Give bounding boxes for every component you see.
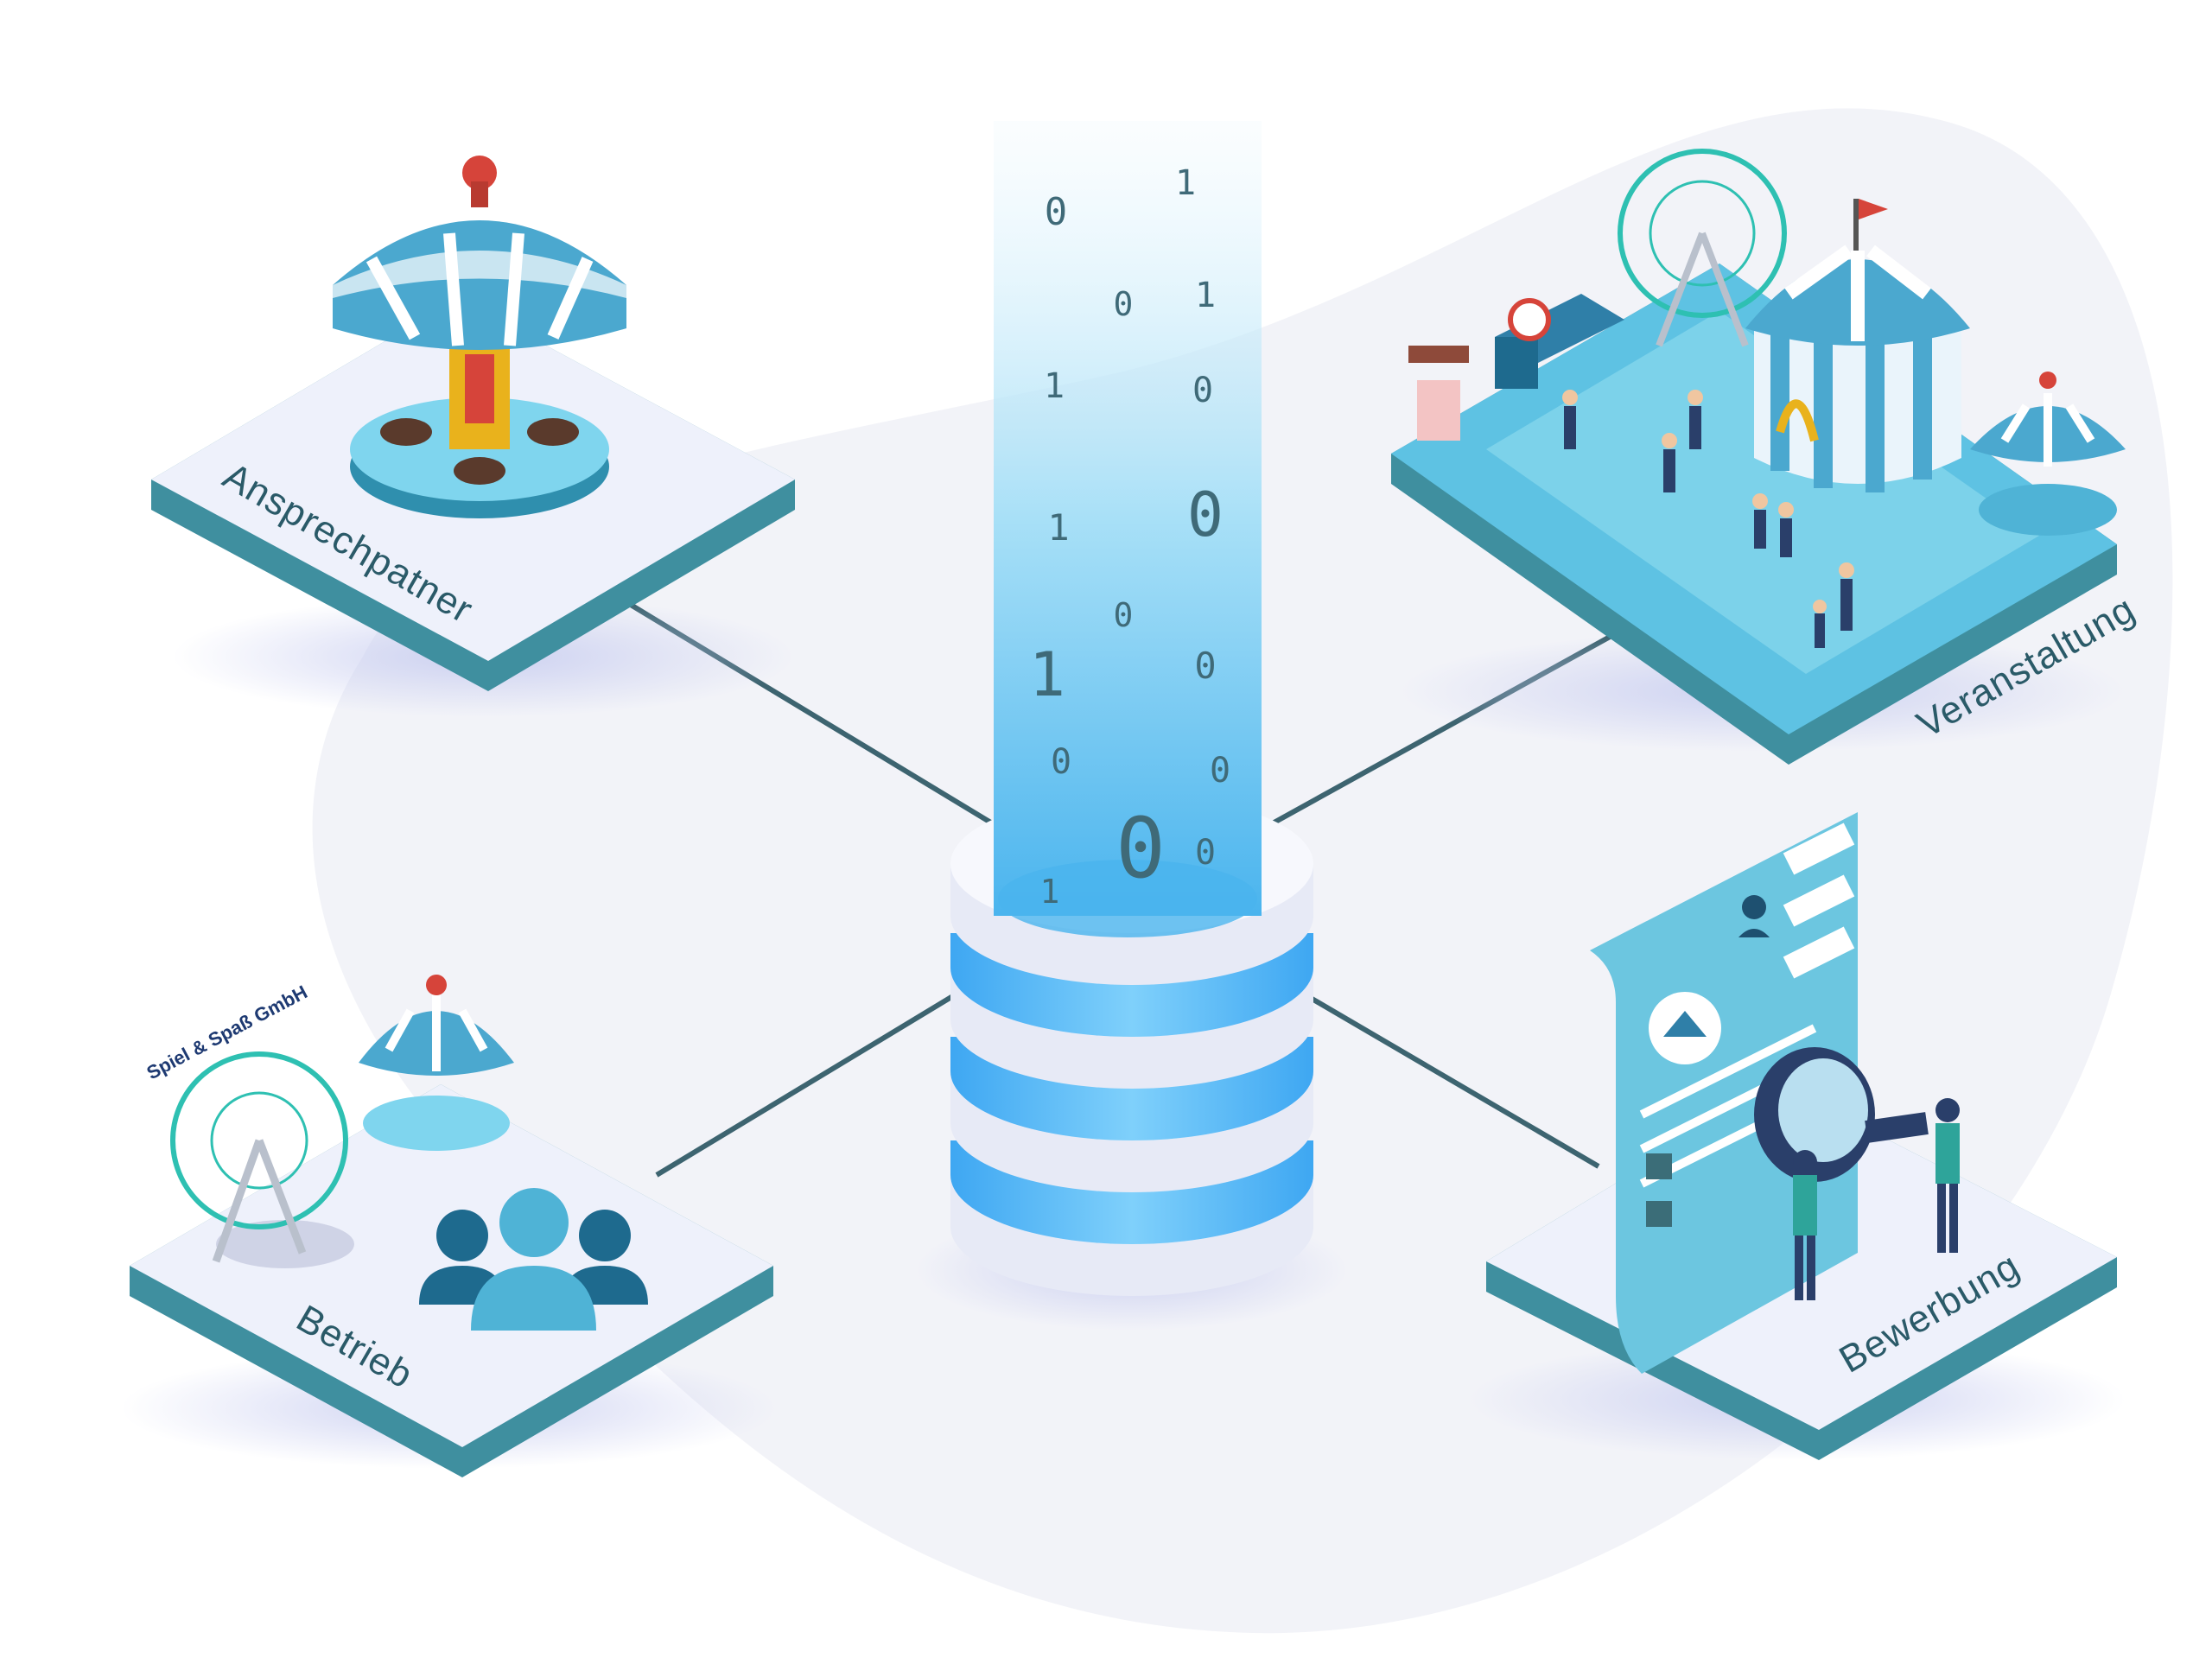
binary-digit: 1 — [1175, 163, 1196, 203]
document-illustration — [1590, 812, 1858, 1374]
binary-digit: 1 — [1029, 639, 1065, 710]
stalls-illustration — [1408, 294, 1624, 441]
carousel-illustration — [333, 156, 626, 518]
label-company: Spiel & Spaß GmbH — [143, 981, 311, 1083]
ferris-wheel-betrieb-illustration — [170, 1051, 354, 1268]
binary-digit: 0 — [1114, 285, 1134, 323]
small-carousel-illustration — [1970, 372, 2126, 536]
binary-digit: 0 — [1045, 190, 1068, 234]
ferris-wheel-illustration — [1618, 149, 1787, 347]
team-icon — [419, 1188, 648, 1331]
binary-digit: 0 — [1210, 751, 1230, 791]
binary-digit: 1 — [1044, 366, 1065, 406]
binary-digit: 0 — [1195, 833, 1216, 873]
binary-digit: 1 — [1047, 506, 1069, 549]
carousel-betrieb-illustration — [359, 975, 514, 1151]
binary-digit: 0 — [1116, 800, 1166, 897]
binary-digit: 1 — [1195, 276, 1216, 315]
circus-tent-illustration — [1745, 199, 1970, 492]
people-illustration — [1562, 390, 1854, 648]
magnifier-people-illustration — [1754, 1047, 1960, 1300]
platform-veranstaltung: Veranstaltung — [1391, 149, 2142, 765]
platform-ansprechpartner: Ansprechpatner — [151, 156, 795, 717]
platform-betrieb: Spiel & Spaß GmbH Betrieb — [121, 975, 778, 1477]
binary-digit: 0 — [1187, 480, 1224, 550]
binary-digit: 0 — [1194, 645, 1216, 687]
binary-digit: 0 — [1192, 371, 1213, 410]
platform-bewerbung: Bewerbung — [1469, 812, 2126, 1460]
binary-digit: 1 — [1040, 873, 1060, 911]
binary-digit: 0 — [1114, 596, 1134, 634]
binary-digit: 0 — [1051, 742, 1071, 782]
